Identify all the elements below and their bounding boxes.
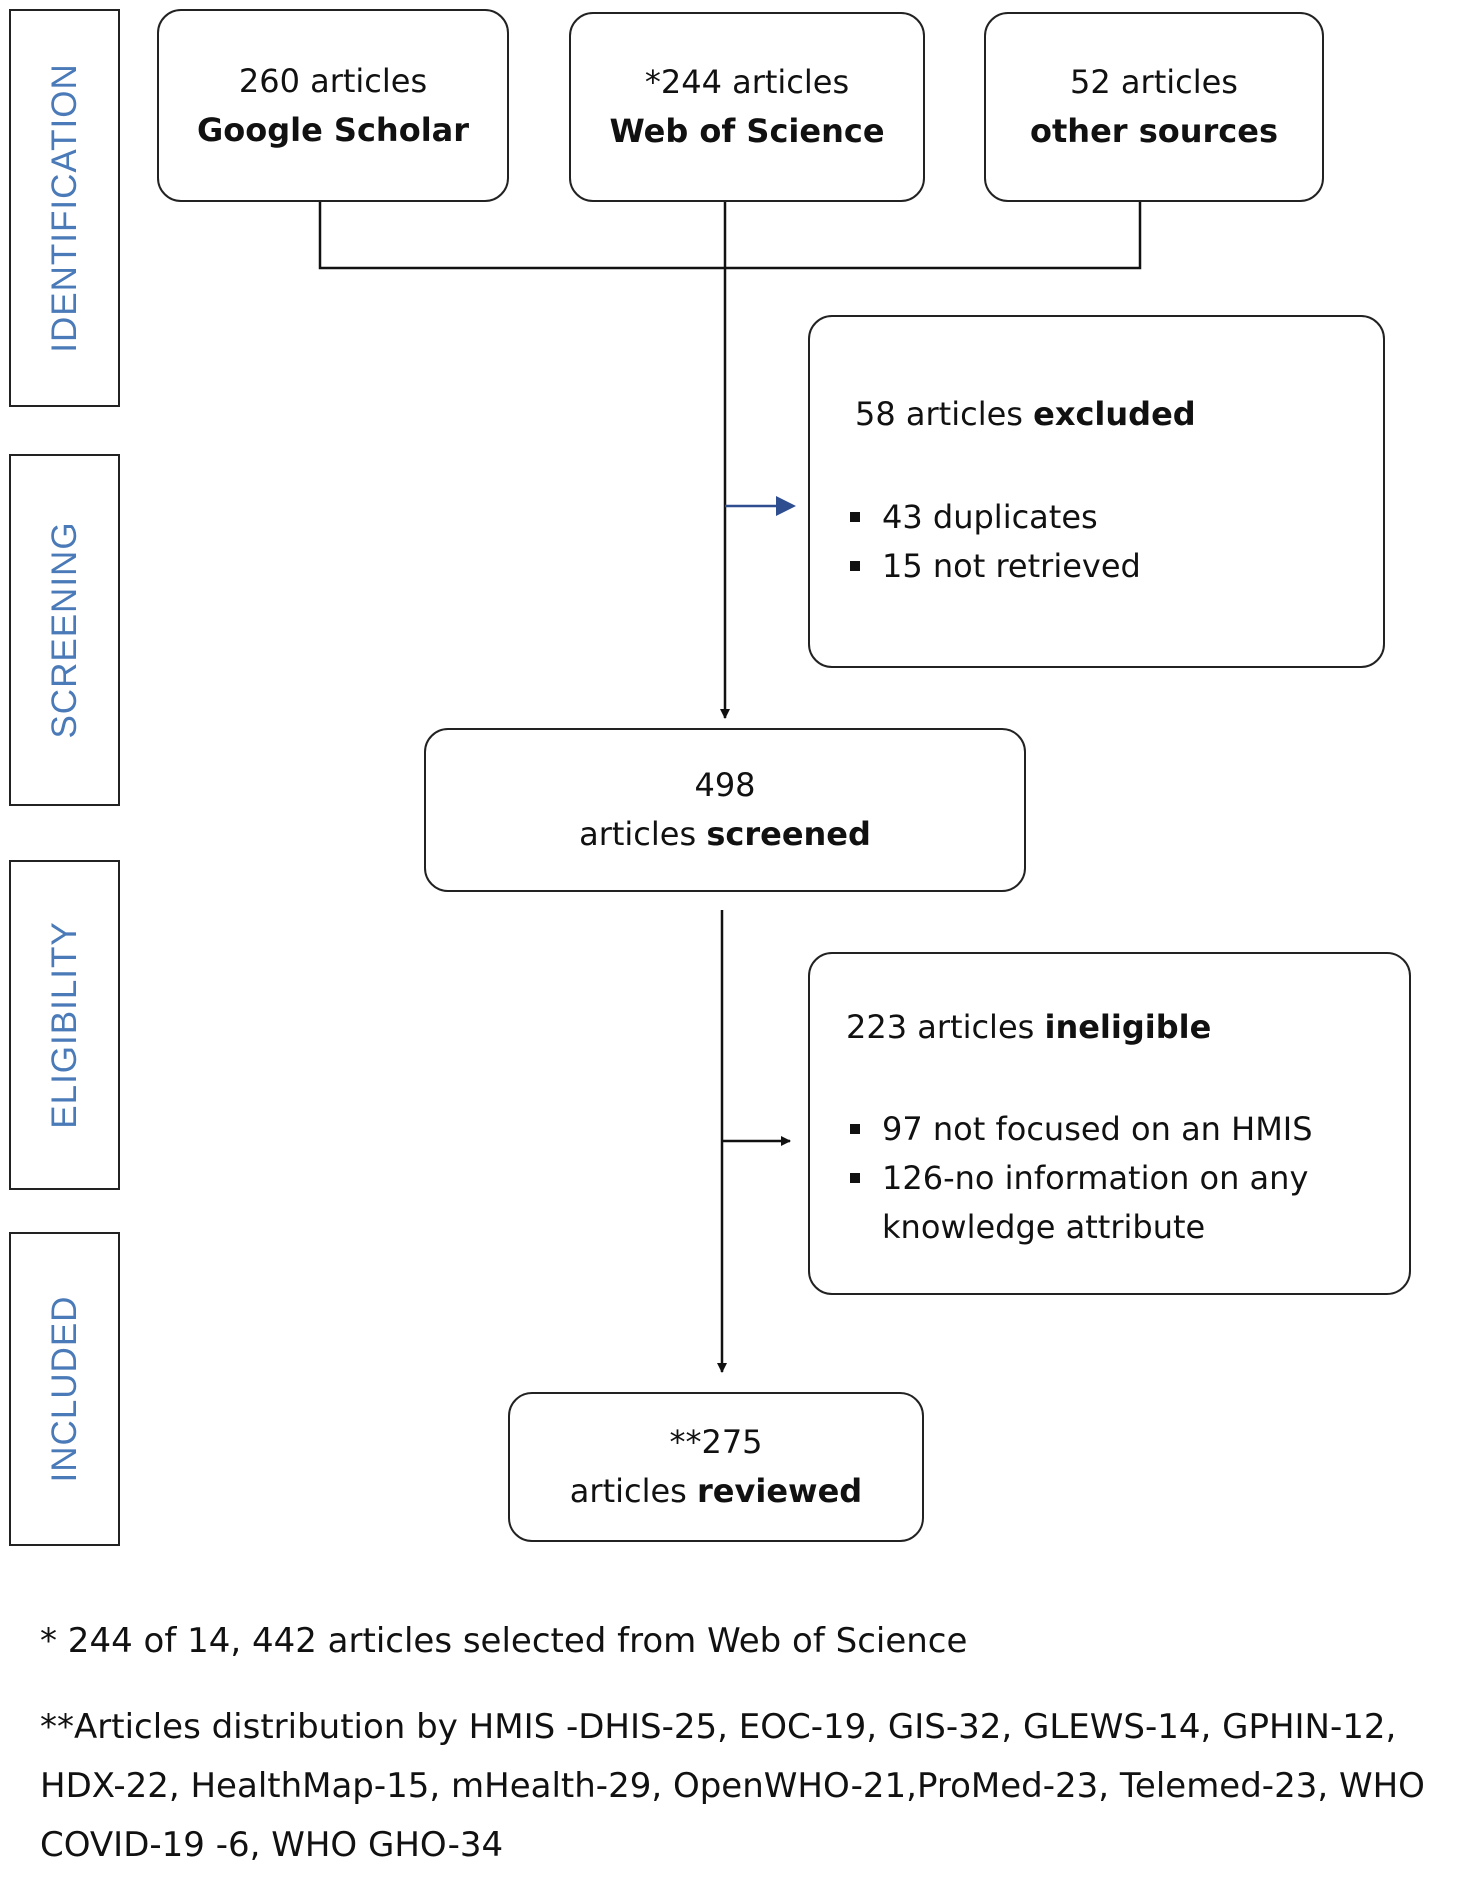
excluded-label: excluded — [1033, 395, 1196, 433]
reviewed-prefix: articles — [569, 1472, 687, 1510]
stage-label: INCLUDED — [44, 1295, 84, 1483]
ineligible-list: 97 not focused on an HMIS 126-no informa… — [846, 1105, 1313, 1252]
stage-label: IDENTIFICATION — [44, 63, 84, 353]
ineligible-count: 223 articles — [846, 1008, 1035, 1046]
reviewed-count: **275 — [669, 1423, 763, 1461]
source-count: 260 articles — [238, 61, 428, 100]
stage-included: INCLUDED — [9, 1232, 120, 1546]
excluded-title: 58 articles excluded — [855, 395, 1196, 433]
source-box-other: 52 articles other sources — [984, 12, 1324, 202]
reviewed-line: articles reviewed — [570, 1467, 862, 1516]
source-name: Web of Science — [609, 112, 885, 150]
list-item: 126-no information on any — [846, 1154, 1313, 1203]
stage-label: SCREENING — [44, 521, 84, 739]
stage-identification: IDENTIFICATION — [9, 9, 120, 407]
list-item: 97 not focused on an HMIS — [846, 1105, 1313, 1154]
screened-line: articles screened — [579, 810, 871, 859]
source-box-web-of-science: *244 articles Web of Science — [569, 12, 925, 202]
ineligible-box: 223 articles ineligible 97 not focused o… — [808, 952, 1411, 1295]
screened-box: 498 articles screened — [424, 728, 1026, 892]
reviewed-box: **275 articles reviewed — [508, 1392, 924, 1542]
list-item: 43 duplicates — [846, 493, 1141, 542]
ineligible-label: ineligible — [1044, 1008, 1212, 1046]
source-count: 52 articles — [1070, 63, 1238, 101]
stage-label: ELIGIBILITY — [44, 921, 84, 1129]
excluded-list: 43 duplicates 15 not retrieved — [846, 493, 1141, 591]
reviewed-label: reviewed — [697, 1472, 863, 1510]
source-box-google-scholar: 260 articles Google Scholar — [157, 9, 509, 202]
screened-count: 498 — [694, 766, 756, 804]
screened-prefix: articles — [579, 815, 697, 853]
footnote-web-of-science: * 244 of 14, 442 articles selected from … — [40, 1621, 968, 1661]
merge-line — [318, 202, 1142, 270]
ineligible-title: 223 articles ineligible — [846, 1008, 1211, 1046]
stage-screening: SCREENING — [9, 454, 120, 806]
source-name: Google Scholar — [196, 110, 470, 149]
list-item: 15 not retrieved — [846, 542, 1141, 591]
source-count: *244 articles — [644, 63, 850, 101]
list-item-continuation: knowledge attribute — [882, 1208, 1206, 1246]
excluded-box: 58 articles excluded 43 duplicates 15 no… — [808, 315, 1385, 668]
source-name: other sources — [1030, 112, 1278, 150]
footnote-distribution: **Articles distribution by HMIS -DHIS-25… — [40, 1707, 1425, 1865]
excluded-count: 58 articles — [855, 395, 1023, 433]
screened-label: screened — [706, 815, 871, 853]
exclusion-arrowhead — [776, 496, 796, 516]
stage-eligibility: ELIGIBILITY — [9, 860, 120, 1190]
